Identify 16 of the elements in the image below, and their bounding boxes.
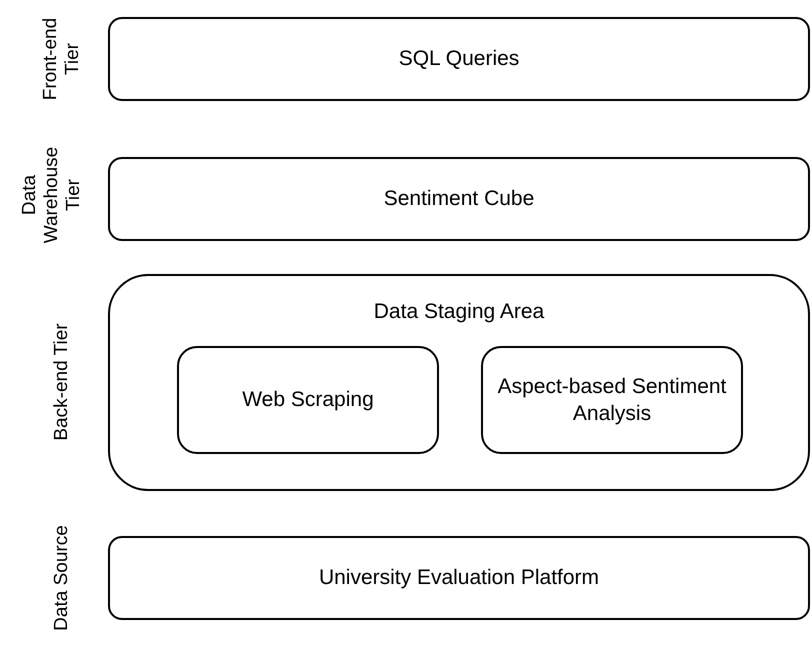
process-box <box>108 17 810 101</box>
process-box <box>108 157 810 241</box>
process-box <box>177 346 439 454</box>
box-label: Aspect-based Sentiment Analysis <box>496 374 728 427</box>
tier-label: Front-end Tier <box>39 16 84 102</box>
group-heading: Data Staging Area <box>374 299 544 325</box>
tier-label: Data Warehouse Tier <box>18 146 85 246</box>
group-box <box>108 274 810 491</box>
box-label: SQL Queries <box>398 46 520 72</box>
box-label: University Evaluation Platform <box>318 565 600 592</box>
tier-label: Back-end Tier <box>50 322 74 443</box>
process-box <box>108 536 810 620</box>
tier-label: Data Source <box>50 524 74 633</box>
process-box <box>481 346 743 454</box>
box-label: Sentiment Cube <box>384 186 534 212</box>
box-label: Web Scraping <box>242 387 374 414</box>
